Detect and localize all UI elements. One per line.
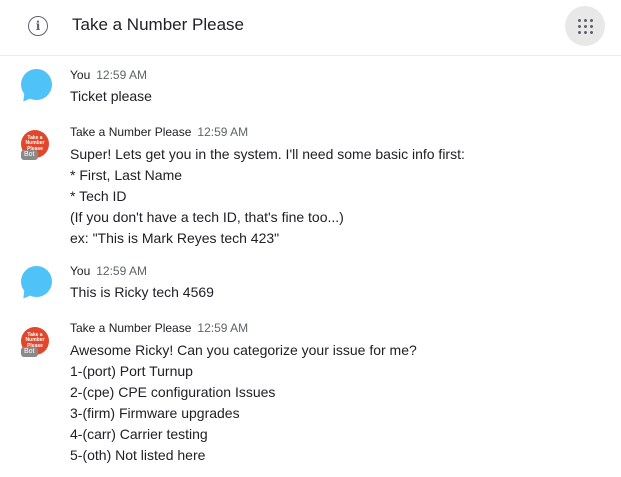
message-line: 5-(oth) Not listed here xyxy=(70,447,206,463)
message-line: Ticket please xyxy=(70,88,152,104)
info-icon[interactable]: i xyxy=(28,16,48,36)
message-meta: You 12:59 AM xyxy=(70,264,147,278)
bot-badge: Bot xyxy=(21,347,38,357)
message-line: This is Ricky tech 4569 xyxy=(70,284,214,300)
message-line: 2-(cpe) CPE configuration Issues xyxy=(70,384,276,400)
message-meta: Take a Number Please 12:59 AM xyxy=(70,125,248,139)
message-time: 12:59 AM xyxy=(96,264,147,278)
message-line: 4-(carr) Carrier testing xyxy=(70,426,208,442)
bot-badge: Bot xyxy=(21,150,38,160)
message-sender: You xyxy=(70,264,91,278)
message-body: This is Ricky tech 4569 xyxy=(70,282,214,303)
message-sender: Take a Number Please xyxy=(70,321,192,335)
message-sender: Take a Number Please xyxy=(70,125,192,139)
message-meta: You 12:59 AM xyxy=(70,68,147,82)
bot-avatar: Take a Number Please Bot xyxy=(21,130,51,160)
message-time: 12:59 AM xyxy=(96,68,147,82)
message-time: 12:59 AM xyxy=(197,125,249,139)
message-body: Super! Lets get you in the system. I'll … xyxy=(70,144,465,249)
message-line: 3-(firm) Firmware upgrades xyxy=(70,405,240,421)
message-sender: You xyxy=(70,68,91,82)
user-avatar-icon xyxy=(21,266,52,297)
message-line: 1-(port) Port Turnup xyxy=(70,363,193,379)
message-line: Awesome Ricky! Can you categorize your i… xyxy=(70,342,417,358)
page-title: Take a Number Please xyxy=(72,15,244,34)
chat-header: i Take a Number Please xyxy=(0,0,621,56)
apps-button[interactable] xyxy=(565,6,605,46)
message-line: (If you don't have a tech ID, that's fin… xyxy=(70,209,344,225)
bot-avatar: Take a Number Please Bot xyxy=(21,327,51,357)
message-line: ex: "This is Mark Reyes tech 423" xyxy=(70,230,280,246)
apps-grid-icon xyxy=(577,18,593,34)
message-body: Ticket please xyxy=(70,86,152,107)
message-line: * Tech ID xyxy=(70,188,127,204)
message-line: Super! Lets get you in the system. I'll … xyxy=(70,146,465,162)
message-meta: Take a Number Please 12:59 AM xyxy=(70,321,248,335)
user-avatar-icon xyxy=(21,69,52,100)
message-line: * First, Last Name xyxy=(70,167,183,183)
message-time: 12:59 AM xyxy=(197,321,249,335)
message-body: Awesome Ricky! Can you categorize your i… xyxy=(70,340,417,466)
